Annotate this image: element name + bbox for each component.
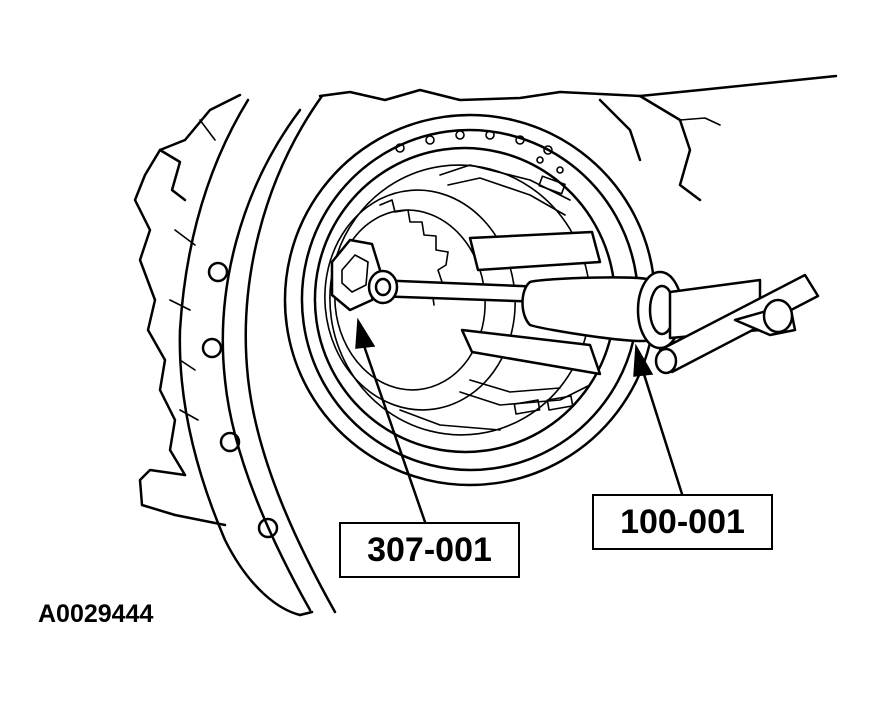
flange-bolt-hole: [257, 517, 279, 539]
puller-legs: [460, 230, 602, 376]
flange-bolt-hole: [207, 261, 229, 283]
slide-hammer: [373, 270, 820, 375]
tool-label-307-001: 307-001: [367, 530, 492, 569]
adapter-307-001: [330, 238, 399, 312]
flange-bolt-hole: [219, 431, 241, 453]
leader-100-001: [633, 343, 684, 496]
flange-bolt-hole: [201, 337, 223, 359]
figure-id: A0029444: [38, 600, 154, 628]
tool-callout-307-001: 307-001: [339, 522, 520, 578]
tool-label-100-001: 100-001: [620, 502, 745, 541]
tool-callout-100-001: 100-001: [592, 494, 773, 550]
transmission-case: [133, 74, 838, 617]
leader-307-001: [355, 317, 427, 524]
